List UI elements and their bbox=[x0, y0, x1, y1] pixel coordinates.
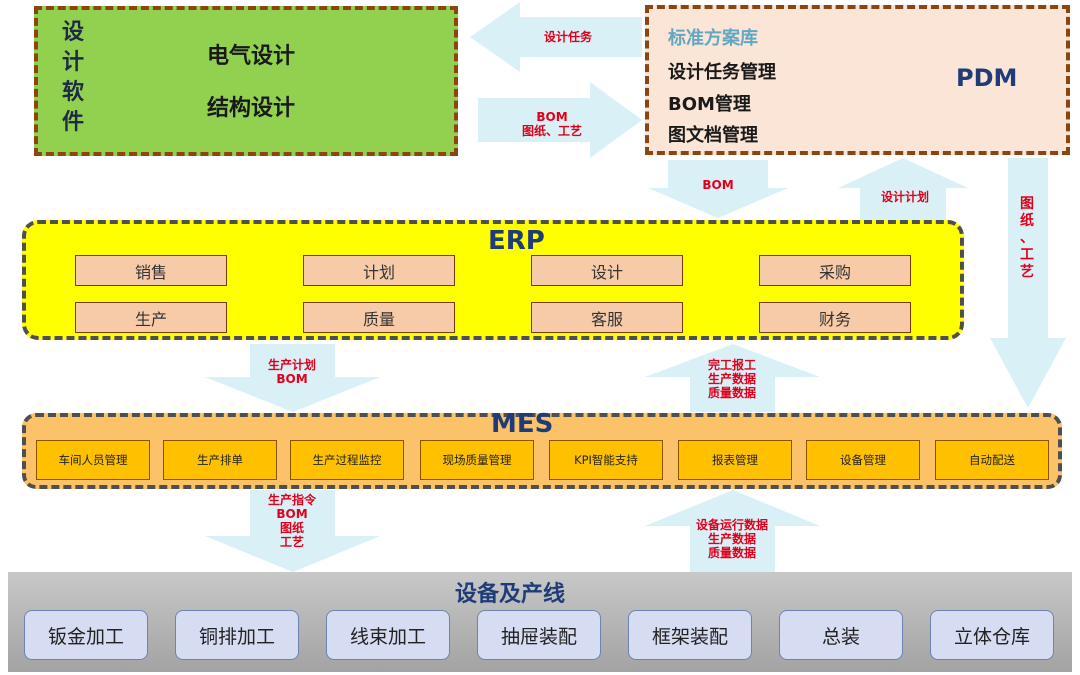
pdm-bom-mgmt: BOM管理 bbox=[668, 94, 751, 115]
flow-label-text: 设备运行数据 bbox=[695, 518, 768, 532]
arrow-pdm-to-design bbox=[470, 2, 642, 72]
equipment-module: 线束加工 bbox=[326, 610, 450, 660]
mes-module: 车间人员管理 bbox=[36, 440, 150, 480]
arrow-mes-to-equipment bbox=[205, 490, 380, 572]
mes-module: 报表管理 bbox=[678, 440, 792, 480]
arrow-equipment-to-mes bbox=[645, 490, 820, 572]
design-item-electrical: 电气设计 bbox=[207, 44, 296, 69]
erp-module: 设计 bbox=[531, 255, 683, 286]
flow-label-text: 设计计划 bbox=[880, 190, 929, 204]
arrow-mes-to-erp bbox=[645, 344, 820, 412]
equipment-module: 立体仓库 bbox=[930, 610, 1054, 660]
flow-label-text: 完工报工 bbox=[707, 358, 756, 372]
pdm-standard-library: 标准方案库 bbox=[668, 28, 758, 49]
mes-module: 自动配送 bbox=[935, 440, 1049, 480]
pdm-title: PDM bbox=[956, 64, 1018, 92]
erp-module: 销售 bbox=[75, 255, 227, 286]
design-vertical-char: 件 bbox=[62, 110, 85, 135]
flow-label-text: BOM bbox=[276, 507, 308, 521]
equipment-module: 总装 bbox=[779, 610, 903, 660]
label-erp-to-mes: 生产计划 BOM bbox=[252, 358, 332, 386]
design-vertical-char: 设 bbox=[62, 20, 85, 45]
mes-module: 设备管理 bbox=[806, 440, 920, 480]
flow-label-text: 设计任务 bbox=[543, 30, 592, 44]
pdm-design-task-mgmt: 设计任务管理 bbox=[668, 62, 776, 83]
flow-label-text: BOM bbox=[702, 178, 734, 192]
label-mes-to-erp: 完工报工 生产数据 质量数据 bbox=[692, 358, 772, 400]
arrow-erp-to-pdm bbox=[838, 158, 968, 220]
flow-label-text: BOM bbox=[276, 372, 308, 386]
erp-module: 财务 bbox=[759, 302, 911, 333]
arrow-design-to-pdm bbox=[478, 82, 642, 158]
equipment-title: 设备及产线 bbox=[455, 582, 566, 607]
pdm-box bbox=[645, 5, 1070, 155]
flow-label-text: 质量数据 bbox=[707, 386, 756, 400]
flow-label-text: 生产数据 bbox=[707, 532, 756, 546]
equipment-module: 框架装配 bbox=[628, 610, 752, 660]
flow-label-text: 图纸 bbox=[279, 521, 304, 535]
erp-module: 客服 bbox=[531, 302, 683, 333]
label-pdm-to-design: 设计任务 bbox=[528, 30, 608, 44]
design-vertical-char: 计 bbox=[62, 50, 85, 75]
design-software-box bbox=[34, 6, 458, 156]
equipment-module: 铜排加工 bbox=[175, 610, 299, 660]
erp-module: 质量 bbox=[303, 302, 455, 333]
flow-label-text: 质量数据 bbox=[707, 546, 756, 560]
erp-module: 采购 bbox=[759, 255, 911, 286]
design-software-vertical-label: 设 计 软 件 bbox=[62, 18, 102, 138]
label-pdm-to-mes: 图纸 、工艺 bbox=[1012, 196, 1042, 281]
arrow-pdm-to-erp bbox=[648, 160, 788, 218]
mes-module: 生产过程监控 bbox=[290, 440, 404, 480]
flow-label-text: 生产数据 bbox=[707, 372, 756, 386]
label-erp-to-pdm: 设计计划 bbox=[870, 190, 940, 204]
flow-label-text: 、工艺 bbox=[1020, 230, 1034, 280]
label-design-to-pdm: BOM 图纸、工艺 bbox=[502, 110, 602, 138]
flow-label-text: 生产计划 bbox=[267, 358, 316, 372]
mes-title: MES bbox=[491, 409, 554, 439]
flow-label-text: 生产指令 bbox=[267, 493, 316, 507]
flow-label-text: 图纸 bbox=[1020, 196, 1034, 229]
flow-label-text: 工艺 bbox=[279, 535, 304, 549]
design-item-structural: 结构设计 bbox=[207, 96, 296, 121]
pdm-document-mgmt: 图文档管理 bbox=[668, 125, 758, 146]
mes-module: KPI智能支持 bbox=[549, 440, 663, 480]
arrow-erp-to-mes bbox=[205, 344, 380, 412]
label-pdm-to-erp: BOM bbox=[688, 178, 748, 192]
equipment-module: 钣金加工 bbox=[24, 610, 148, 660]
arrow-pdm-to-mes bbox=[990, 158, 1066, 408]
equipment-module: 抽屉装配 bbox=[477, 610, 601, 660]
flow-label-text: BOM bbox=[536, 110, 568, 124]
flow-label-text: 图纸、工艺 bbox=[521, 124, 582, 138]
mes-module: 生产排单 bbox=[163, 440, 277, 480]
erp-module: 生产 bbox=[75, 302, 227, 333]
label-mes-to-equipment: 生产指令 BOM 图纸 工艺 bbox=[252, 493, 332, 549]
erp-title: ERP bbox=[488, 226, 545, 256]
label-equipment-to-mes: 设备运行数据 生产数据 质量数据 bbox=[680, 518, 784, 560]
erp-module: 计划 bbox=[303, 255, 455, 286]
mes-module: 现场质量管理 bbox=[420, 440, 534, 480]
design-vertical-char: 软 bbox=[62, 80, 85, 105]
